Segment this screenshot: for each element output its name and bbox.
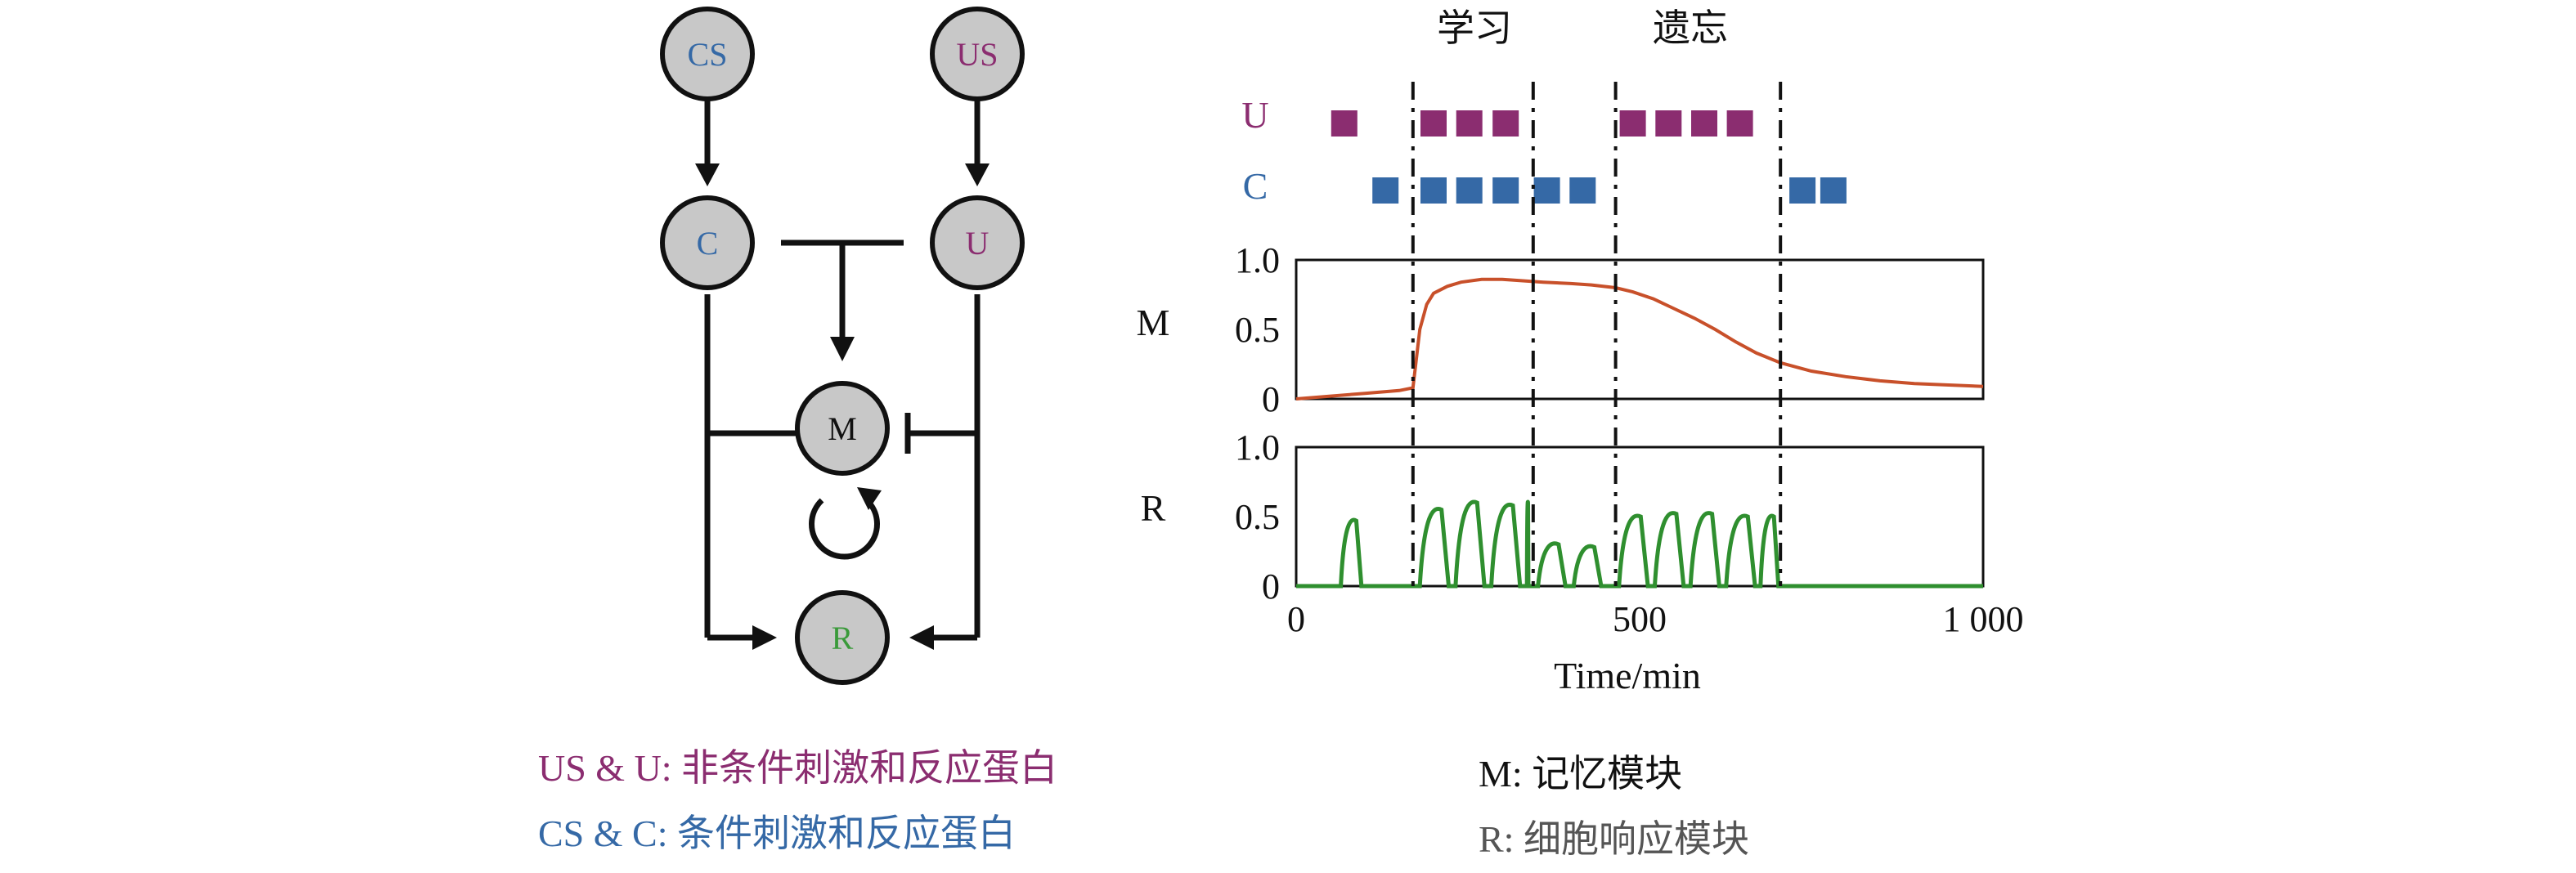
node-u-label: U — [966, 225, 990, 262]
node-cs-label: CS — [688, 36, 728, 73]
panel-r: R 1.0 0.5 0 0 500 1 000 Time/min — [1141, 428, 2024, 696]
x-axis-label: Time/min — [1554, 655, 1701, 696]
node-us-label: US — [956, 36, 998, 73]
legend-m: M: 记忆模块 — [1479, 753, 1682, 795]
node-c-label: C — [697, 225, 719, 262]
phase-divider-lines — [1411, 82, 1783, 586]
stim-c-mark-2 — [1456, 177, 1483, 204]
stim-c-mark-7 — [1820, 177, 1847, 204]
node-u: U — [930, 195, 1025, 290]
stim-c-mark-5 — [1569, 177, 1596, 204]
stim-u-mark-2 — [1456, 110, 1483, 137]
panel-m: M 1.0 0.5 0 — [1137, 240, 1985, 419]
stim-row-c-marks — [1372, 177, 1847, 204]
panel-r-frame — [1295, 445, 1985, 588]
panel-m-ytick-mid: 0.5 — [1235, 310, 1280, 350]
stim-u-mark-5 — [1655, 110, 1682, 137]
stim-u-mark-6 — [1691, 110, 1717, 137]
stim-row-u-label: U — [1241, 94, 1268, 136]
network-nodes: CS US C U M R — [660, 7, 1025, 685]
x-tick-0: 0 — [1287, 599, 1305, 639]
stim-c-mark-3 — [1492, 177, 1519, 204]
stim-row-c-label: C — [1243, 165, 1268, 207]
phase-learning-label: 学习 — [1437, 7, 1512, 49]
stim-c-mark-1 — [1420, 177, 1447, 204]
stim-u-mark-0 — [1331, 110, 1358, 137]
stim-u-mark-4 — [1619, 110, 1646, 137]
panel-r-ylabel: R — [1141, 487, 1166, 529]
phase-labels: 学习 遗忘 — [1437, 7, 1728, 49]
node-m-label: M — [828, 410, 857, 447]
stim-rows: U C — [1241, 94, 1847, 207]
stim-u-mark-7 — [1726, 110, 1753, 137]
x-tick-1000: 1 000 — [1943, 599, 2024, 639]
stim-row-u-marks — [1331, 110, 1753, 137]
stim-u-mark-1 — [1420, 110, 1447, 137]
arrow-c-r-head — [752, 625, 777, 650]
stim-c-mark-0 — [1372, 177, 1399, 204]
arrow-u-r-head — [909, 625, 934, 650]
panel-m-ytick-top: 1.0 — [1235, 240, 1280, 280]
phase-forgetting-label: 遗忘 — [1653, 7, 1728, 49]
m-self-loop — [809, 498, 880, 560]
stim-c-mark-6 — [1789, 177, 1816, 204]
node-us: US — [930, 7, 1025, 101]
node-r-label: R — [832, 620, 854, 656]
node-cs: CS — [660, 7, 755, 101]
arrow-us-u-head — [965, 163, 990, 186]
node-m: M — [795, 381, 890, 476]
panel-m-ytick-bottom: 0 — [1262, 379, 1280, 419]
stim-u-mark-3 — [1492, 110, 1519, 137]
panel-r-ytick-top: 1.0 — [1235, 428, 1280, 468]
panel-r-ytick-mid: 0.5 — [1235, 497, 1280, 537]
legend-us-u: US & U: 非条件刺激和反应蛋白 — [538, 747, 1057, 789]
arrow-to-m-head — [830, 337, 855, 361]
panel-m-frame — [1295, 258, 1985, 401]
legend-r: R: 细胞响应模块 — [1479, 818, 1749, 860]
panel-r-ytick-bottom: 0 — [1262, 566, 1280, 607]
node-c: C — [660, 195, 755, 290]
m-self-loop-head — [857, 487, 882, 510]
stim-c-mark-4 — [1533, 177, 1560, 204]
panel-m-ylabel: M — [1137, 302, 1170, 343]
r-curve — [1296, 499, 1983, 589]
legend: US & U: 非条件刺激和反应蛋白 CS & C: 条件刺激和反应蛋白 M: … — [538, 747, 1749, 860]
legend-cs-c: CS & C: 条件刺激和反应蛋白 — [538, 813, 1016, 854]
arrow-cs-c-head — [695, 163, 720, 186]
m-curve — [1295, 277, 1984, 401]
x-tick-500: 500 — [1613, 599, 1667, 639]
node-r: R — [795, 590, 890, 685]
network-diagram — [695, 92, 990, 650]
